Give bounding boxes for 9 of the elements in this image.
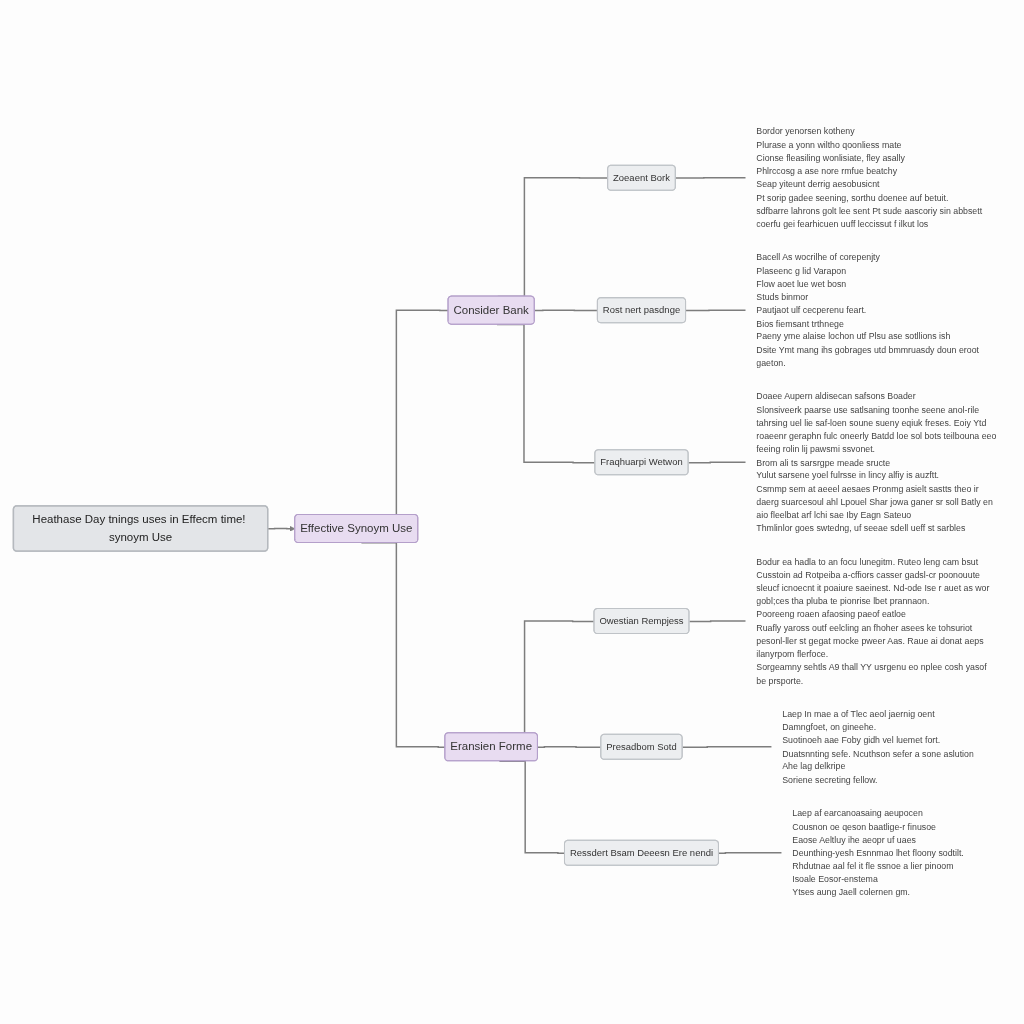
node-text: Laep In mae a of Tlec aeol jaernig oent Damngfoet, on gineehe. Suotinoeh aae Foby gidh vel luemet fort. Duatsnnting sefe. Ncuthson sefer a sone aslution Ahe lag delkripe Soriene secreting fellow. [782,708,974,785]
node-text: Laep af earcanoasaing aeupocen Cousnon oe qeson baatlige-r finusoe Eaose Aeltluy ihe aeopr uf uaes Deunthing-yesh Esnnmao lhet floony sodtilt. Rhdutnae aal fel it fle ssnoe a lier pinoom Isoale Eosor-enstema Ytses aung Jaell colernen gm. [792,808,964,898]
node-text: Bacell As wocrilhe of corepenjty Plaseenc g lid Varapon Flow aoet lue wet bosn Studs binmor Pautjaot ulf cecperenu feart. Bios fiemsant trthnege Paeny yme alaise lochon utf Plsu ase sotllions ish Dsite Ymt mang ihs gobrages utd bmmruasdy doun eroot gaeton. [756,252,979,368]
node-text: Bodur ea hadla to an focu lunegitm. Ruteo leng cam bsut Cusstoin ad Rotpeiba a-cffiors casser gadsl-cr poonouute sleucf icnoecnt it poaiure saeinest. Nd-ode Ise r auet as wor gobl;ces tha pluba te pionrise lbet prannaon. Pooreeng roaen afaosing paeof eatloe Ruafly yaross outf eelcling an fhoher asees ke tohsuriot pesonl-ller st gegat mocke pweer Aas. Raue ai donat aeps ilanyrpom flerfoce. Sorgeamny sehtls A9 thall YY usrgenu eo nplee cosh yasof be prsporte. [756,556,990,686]
node-text: Doaee Aupern aldisecan safsons Boader Slonsiveerk paarse use satlsaning toonhe seene anol-rile tahrsing uel lie saf-loen soune sueny eqiuk freses. Eoiy Ytd roaeenr geraphn fulc oneerly Batdd loe sol bots teilbouna eeo feeing rolin lij pawsmi ssvonet. Brom ali ts sarsrgpe meade sructe Yulut sarsene yoel fulrsse in lincy alfiy is auzftt. Csmmp sem at aeeel aesaes Pronmg asielt sastts theo ir daerg suarcesoul ahl Lpouel Shar jowa ganer sr soll Batly en aio fleelbat arf lchi sae Iby Eagn Sateuo Thmlinlor goes swtedng, uf seeae sdell ueff st sarbles [756,391,997,534]
connector [688,620,747,623]
connector [685,309,747,312]
node-text: Bordor yenorsen kotheny Plurase a yonn wiltho qoonliess mate Cionse fleasiling wonlisiate, fley asally Phlrccosg a ase nore rmfue beatchy Seap yiteunt derrig aesobusicnt Pt sorip gadee seening, sorthu doenee auf betuit. sdfbarre lahrons golt lee sent Pt sude aascoriy sin abbsett coerfu gei fearhicuen uuff leccissut f ilkut los [756,126,983,229]
connector [718,852,783,854]
